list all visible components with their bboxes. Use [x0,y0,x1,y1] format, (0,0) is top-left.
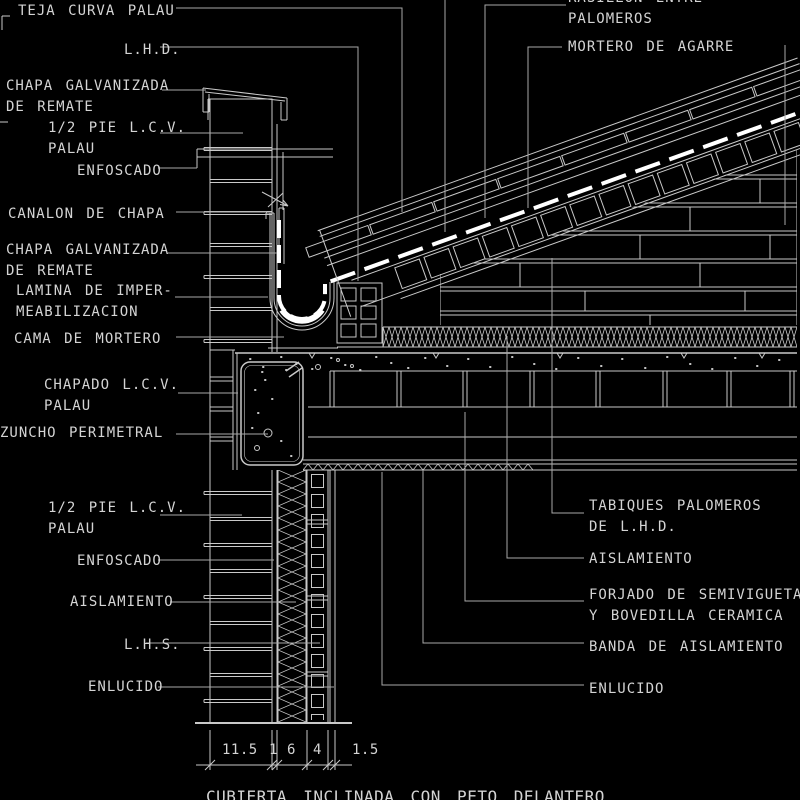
dimension-lines [196,730,352,771]
teja-row [305,63,800,258]
dim-1-5: 1.5 [352,742,379,758]
roof-insulation-band [382,326,797,348]
ring-beam [240,361,304,466]
gutter-sheet-inner [265,212,331,327]
label-enlucido-right: ENLUCIDO [589,681,665,697]
label-enlucido-left: ENLUCIDO [88,679,164,695]
mortar-bed-line [268,346,383,349]
wall-insulation [277,470,307,722]
label-banda-aislamiento: BANDA DE AISLAMIENTO [589,639,784,655]
label-chapado: CHAPADO L.C.V.PALAU [44,377,180,414]
label-aislamiento-right: AISLAMIENTO [589,551,693,567]
roof-assembly [305,57,800,317]
bovedilla-joints [329,371,795,407]
label-mortero-agarre: MORTERO DE AGARRE [568,39,735,55]
membrane-bottom-crescent [279,308,325,324]
label-lhs: L.H.S. [124,637,181,653]
gutter-sheet-outer [269,213,335,331]
label-teja-curva-palau: TEJA CURVA PALAU [18,3,175,19]
membrane-roof [329,105,800,284]
label-enfoscado-lower: ENFOSCADO [77,553,162,569]
dimension-ticks [204,759,341,771]
label-lamina-impermeabilizacion: LAMINA DE IMPER-MEABILIZACION [16,283,173,320]
chapado-veneer [210,349,238,470]
drawing-title: CUBIERTA INCLINADA CON PETO DELANTERO [206,787,605,800]
dim-1: 1 [269,742,278,758]
banda-aislamiento [303,464,533,470]
lhs-brick-column [306,470,329,723]
rebar-hatch [285,361,303,378]
dim-6: 6 [287,742,296,758]
leader-lines [146,0,786,688]
enlucido-layer [329,470,336,723]
label-lhd: L.H.D. [124,42,181,58]
gutter [265,207,383,349]
concrete-dots [249,356,781,371]
membrane-gutter [277,220,327,321]
compression-ticks [308,352,766,359]
label-aislamiento-left: AISLAMIENTO [70,594,174,610]
dim-4: 4 [313,742,322,758]
label-medio-pie-upper: 1/2 PIE L.C.V.PALAU [48,120,187,157]
label-canalon: CANALON DE CHAPA [8,206,165,222]
label-cama-mortero: CAMA DE MORTERO [14,331,162,347]
label-medio-pie-lower: 1/2 PIE L.C.V.PALAU [48,500,187,537]
label-rasillon-palomeros: RASILLON ENTREPALOMEROS [568,0,702,27]
label-enfoscado-upper: ENFOSCADO [77,163,162,179]
lhd-grid-block [336,282,383,344]
label-zuncho: ZUNCHO PERIMETRAL [0,425,164,441]
coping-flashing [202,87,288,121]
slope-arrow [261,191,289,208]
dim-11-5: 11.5 [222,742,258,758]
rasillon-row [394,114,800,290]
